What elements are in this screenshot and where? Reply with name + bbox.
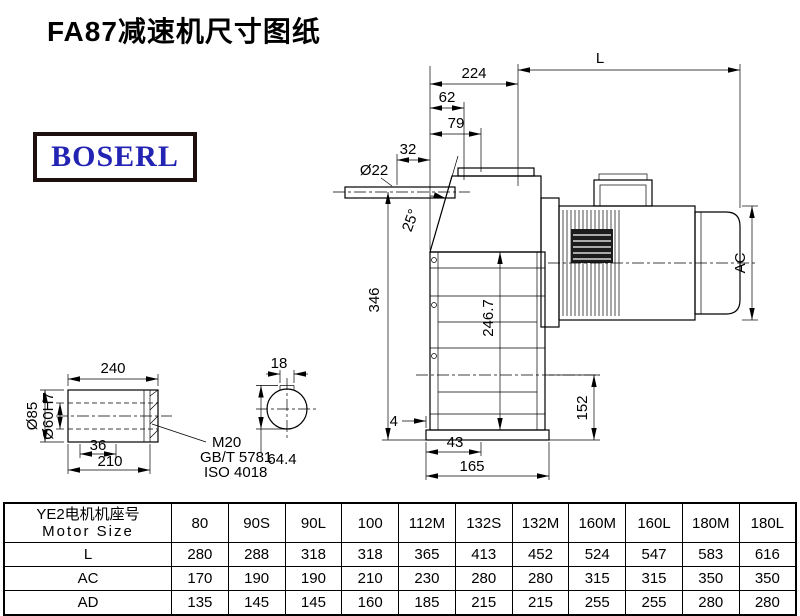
motor-size-header-cn: YE2电机机座号 bbox=[36, 505, 140, 523]
gearbox-foot bbox=[425, 429, 550, 441]
gearbox-lower-housing bbox=[429, 251, 546, 431]
standard-gb-label: GB/T 5781 bbox=[200, 449, 272, 466]
value-cell: 288 bbox=[227, 542, 286, 567]
boserl-logo-text: BOSERL bbox=[51, 140, 179, 173]
value-cell: 230 bbox=[398, 566, 456, 591]
motor-terminal-box bbox=[593, 179, 653, 207]
page-title: FA87减速机尺寸图纸 bbox=[47, 16, 321, 47]
value-cell: 255 bbox=[625, 590, 683, 616]
dim-36-label: 36 bbox=[90, 437, 107, 454]
dim-165-label: 165 bbox=[459, 458, 484, 475]
shaft-detail-view: 240 Ø85 Ø60H7 36 210 M20 GB/T 5781 ISO 4… bbox=[24, 360, 272, 481]
column-header-90L: 90L bbox=[284, 502, 343, 543]
dim-4-label: 4 bbox=[390, 413, 398, 430]
value-cell: 318 bbox=[284, 542, 343, 567]
value-cell: 160 bbox=[341, 590, 400, 616]
dim-246-label: 246.7 bbox=[480, 299, 497, 337]
value-cell: 210 bbox=[341, 566, 400, 591]
value-cell: 215 bbox=[511, 590, 570, 616]
value-cell: 280 bbox=[681, 590, 740, 616]
value-cell: 616 bbox=[738, 542, 797, 567]
dim-240-label: 240 bbox=[100, 360, 125, 377]
value-cell: 170 bbox=[171, 566, 229, 591]
motor-fan-cover bbox=[694, 211, 741, 315]
input-shaft bbox=[344, 186, 456, 199]
dim-62-label: 62 bbox=[439, 89, 456, 106]
value-cell: 350 bbox=[738, 566, 797, 591]
dim-angle-label: 25° bbox=[399, 207, 423, 234]
value-cell: 255 bbox=[568, 590, 627, 616]
dim-152-label: 152 bbox=[574, 395, 591, 420]
value-cell: 215 bbox=[454, 590, 513, 616]
bore-circle bbox=[266, 388, 308, 430]
dim-dia85-label: Ø85 bbox=[24, 402, 41, 430]
main-view bbox=[333, 155, 756, 441]
column-header-132M: 132M bbox=[511, 502, 570, 543]
column-header-90S: 90S bbox=[227, 502, 286, 543]
value-cell: 365 bbox=[398, 542, 456, 567]
column-header-100: 100 bbox=[341, 502, 400, 543]
column-header-112M: 112M bbox=[398, 502, 456, 543]
value-cell: 135 bbox=[171, 590, 229, 616]
value-cell: 145 bbox=[227, 590, 286, 616]
value-cell: 185 bbox=[398, 590, 456, 616]
dim-224-label: 224 bbox=[461, 65, 486, 82]
value-cell: 145 bbox=[284, 590, 343, 616]
value-cell: 280 bbox=[511, 566, 570, 591]
row-label-L: L bbox=[3, 542, 172, 567]
value-cell: 524 bbox=[568, 542, 627, 567]
boserl-logo: BOSERL bbox=[33, 132, 197, 182]
dim-64-label: 64.4 bbox=[267, 451, 296, 468]
dim-79-label: 79 bbox=[448, 115, 465, 132]
value-cell: 583 bbox=[681, 542, 740, 567]
value-cell: 280 bbox=[738, 590, 797, 616]
dim-AC-label: AC bbox=[732, 252, 749, 273]
column-header-80: 80 bbox=[171, 502, 229, 543]
dim-dia60-label: Ø60H7 bbox=[40, 392, 57, 440]
dim-210-label: 210 bbox=[97, 453, 122, 470]
column-header-160L: 160L bbox=[625, 502, 683, 543]
value-cell: 190 bbox=[284, 566, 343, 591]
column-header-180M: 180M bbox=[681, 502, 740, 543]
motor-flange bbox=[540, 197, 560, 328]
value-cell: 413 bbox=[454, 542, 513, 567]
dim-dia22-label: Ø22 bbox=[360, 162, 388, 179]
value-cell: 318 bbox=[341, 542, 400, 567]
row-label-AD: AD bbox=[3, 590, 172, 616]
main-view-dimensions: L 224 62 79 32 Ø22 25° 346 246.7 AC 152 bbox=[360, 50, 758, 480]
value-cell: 280 bbox=[171, 542, 229, 567]
dim-43-label: 43 bbox=[447, 434, 464, 451]
value-cell: 315 bbox=[625, 566, 683, 591]
technical-drawing: L 224 62 79 32 Ø22 25° 346 246.7 AC 152 bbox=[24, 50, 758, 481]
motor-size-header-en: Motor Size bbox=[42, 523, 134, 540]
column-header-132S: 132S bbox=[454, 502, 513, 543]
motor-stator-block bbox=[571, 229, 613, 263]
value-cell: 280 bbox=[454, 566, 513, 591]
dim-18-label: 18 bbox=[271, 355, 288, 372]
standard-iso-label: ISO 4018 bbox=[204, 464, 267, 481]
value-cell: 190 bbox=[227, 566, 286, 591]
value-cell: 452 bbox=[511, 542, 570, 567]
column-header-180L: 180L bbox=[738, 502, 797, 543]
shaft-section-view: 18 64.4 bbox=[256, 355, 318, 468]
thread-m20-label: M20 bbox=[212, 434, 241, 451]
dim-L-label: L bbox=[596, 50, 604, 67]
value-cell: 547 bbox=[625, 542, 683, 567]
dim-32-label: 32 bbox=[400, 141, 417, 158]
value-cell: 315 bbox=[568, 566, 627, 591]
value-cell: 350 bbox=[681, 566, 740, 591]
row-label-AC: AC bbox=[3, 566, 172, 591]
dim-346-label: 346 bbox=[366, 287, 383, 312]
column-header-160M: 160M bbox=[568, 502, 627, 543]
